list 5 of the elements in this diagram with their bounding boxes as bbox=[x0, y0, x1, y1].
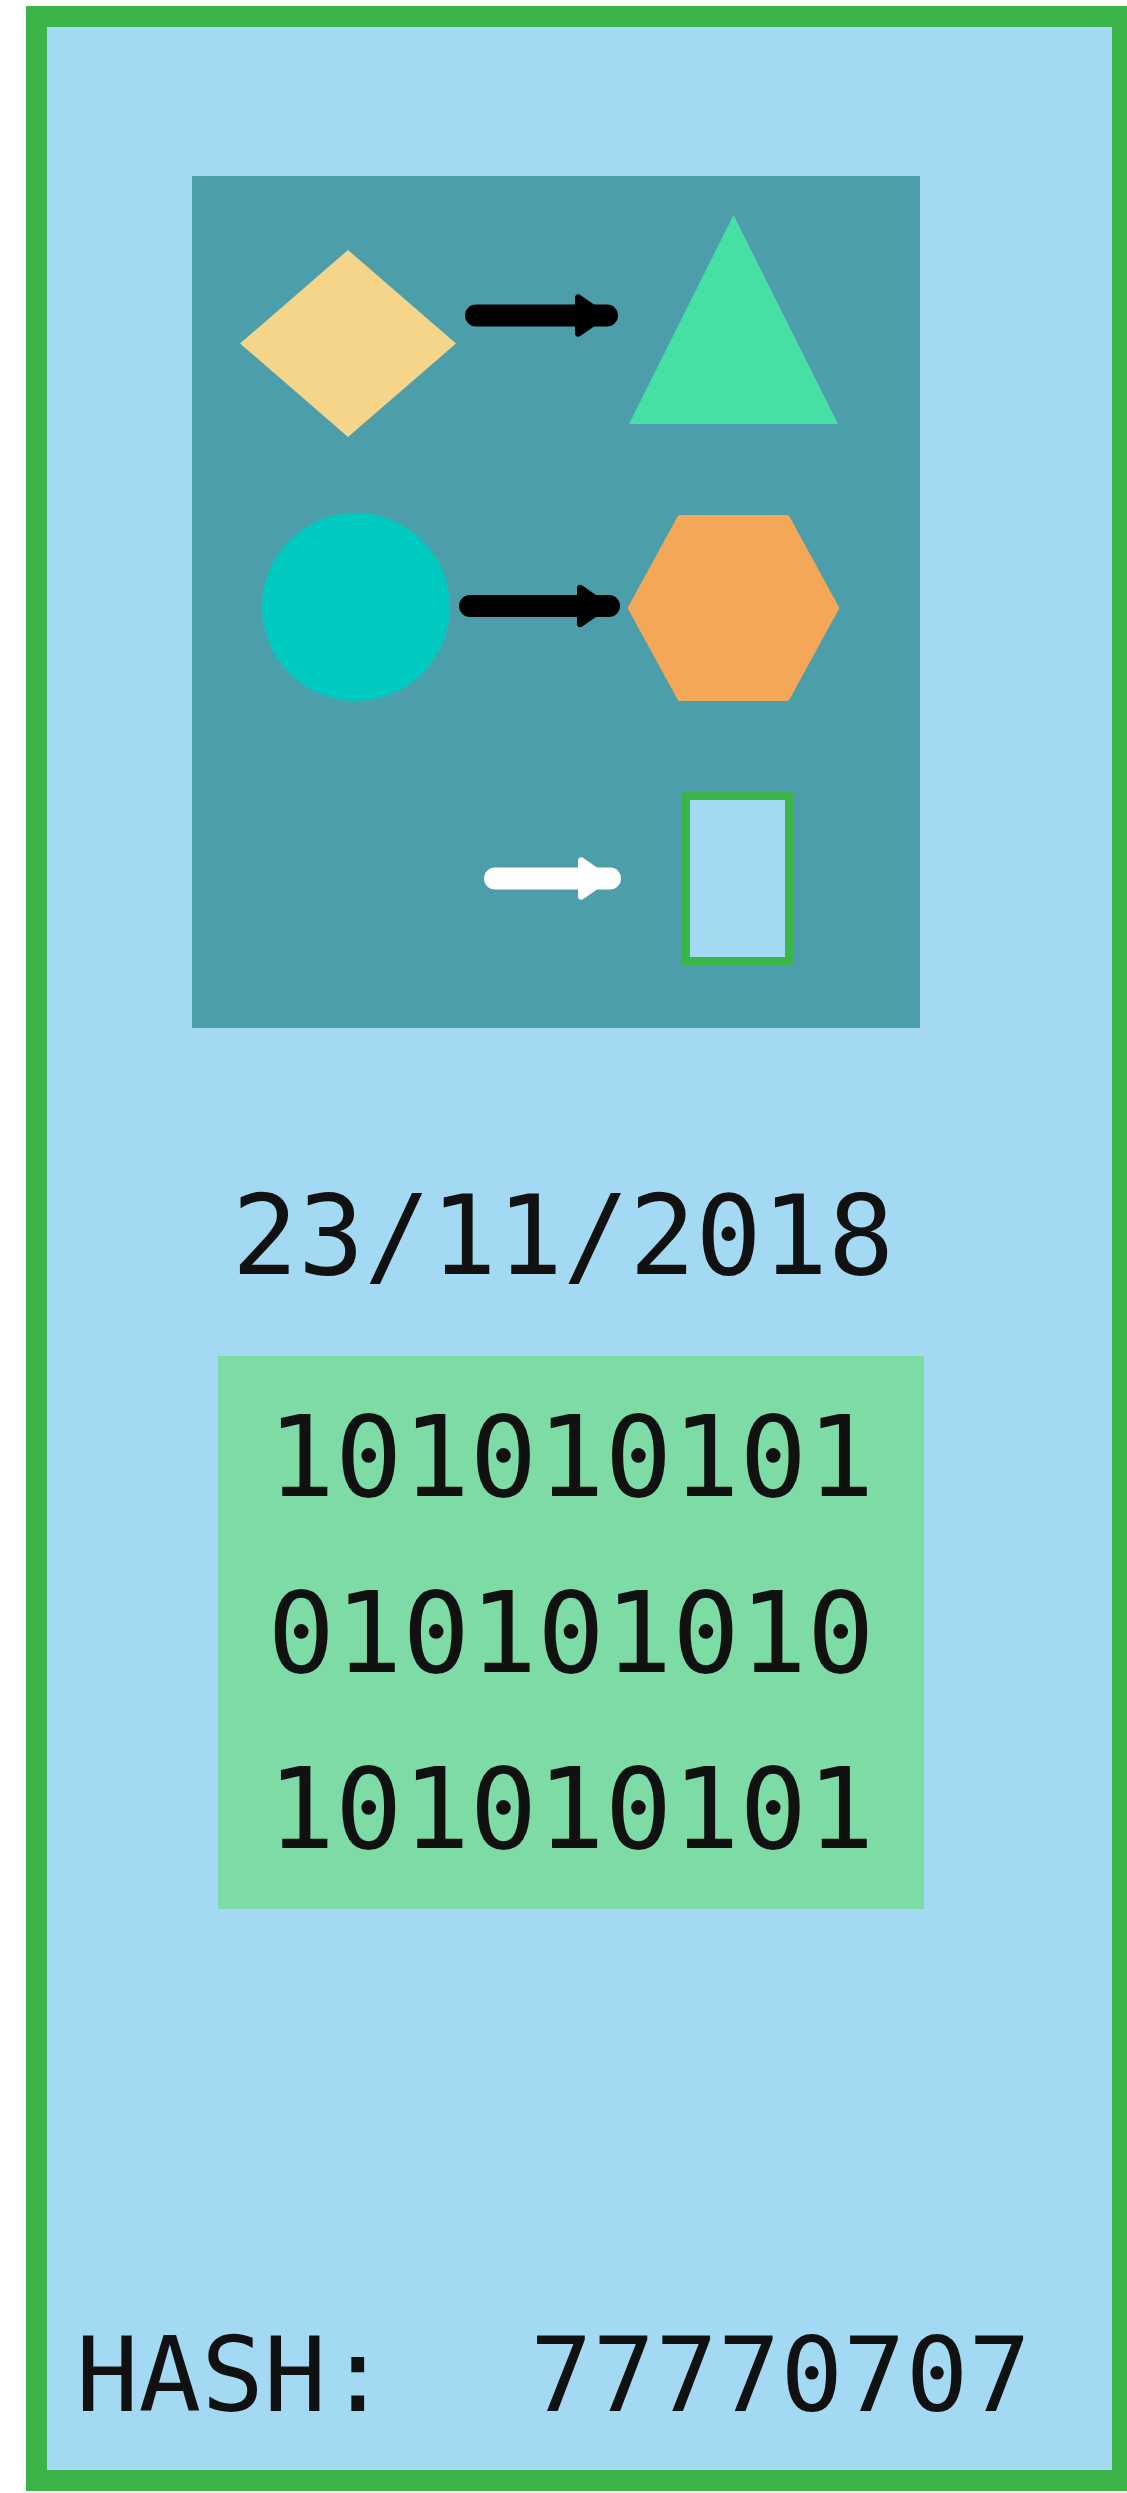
binary-text: 101010101 010101010 101010101 bbox=[267, 1390, 875, 1876]
code-panel bbox=[218, 1356, 924, 1909]
date-text: 23/11/2018 bbox=[231, 1171, 895, 1302]
hash-label: HASH: bbox=[76, 2313, 390, 2438]
hash-value: 77770707 bbox=[530, 2313, 1031, 2438]
